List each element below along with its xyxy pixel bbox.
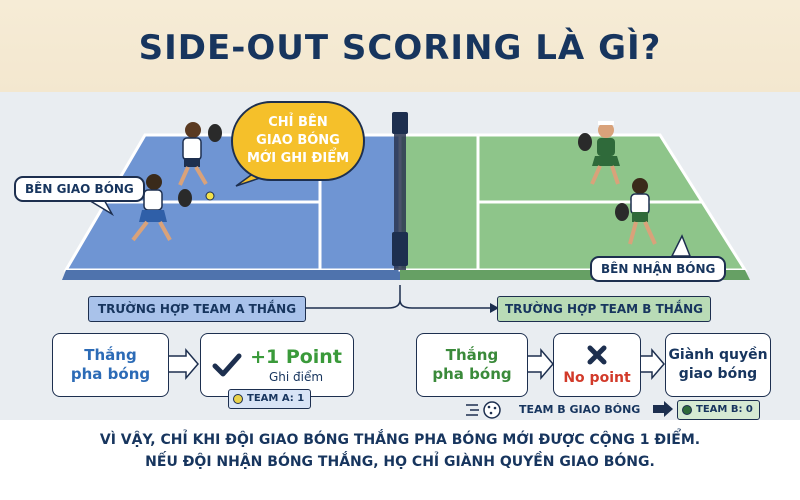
footer-line-1: VÌ VẬY, CHỈ KHI ĐỘI GIAO BÓNG THẮNG PHA …	[99, 432, 701, 448]
scenario-a-win-rally-box: Thắng pha bóng	[52, 333, 169, 397]
scenario-b-banner: TRƯỜNG HỢP TEAM B THẮNG	[497, 296, 711, 322]
pickleball-icon	[682, 405, 692, 415]
arrow-right-icon	[490, 303, 499, 313]
callout-line: MỚI GHI ĐIỂM	[246, 151, 350, 166]
team-a-score: TEAM A: 1	[247, 393, 305, 404]
player-a1	[178, 122, 222, 186]
x-icon	[587, 345, 607, 365]
scenario-a-result-box: +1 Point Ghi điểm	[200, 333, 354, 397]
pickleball-icon	[233, 394, 243, 404]
player-b1	[578, 121, 620, 185]
split-connector	[304, 285, 490, 309]
player-b2	[615, 178, 657, 245]
win-rally-line: pha bóng	[70, 365, 151, 383]
serve-gain-line: Giành quyền	[668, 347, 768, 363]
win-rally-line: Thắng	[445, 346, 499, 364]
scenario-a-banner: TRƯỜNG HỢP TEAM A THẮNG	[88, 296, 306, 322]
no-point-text: No point	[563, 370, 631, 386]
scenario-b-win-rally-box: Thắng pha bóng	[416, 333, 528, 397]
callout-line: CHỈ BÊN	[268, 115, 328, 130]
serving-side-label: BÊN GIAO BÓNG	[14, 176, 145, 202]
serve-gain-line: giao bóng	[678, 366, 758, 382]
serving-only-scores-callout: CHỈ BÊN GIAO BÓNG MỚI GHI ĐIỂM	[231, 101, 365, 181]
page-title: SIDE-OUT SCORING LÀ GÌ?	[138, 28, 662, 68]
team-b-score: TEAM B: 0	[696, 404, 753, 415]
win-rally-line: pha bóng	[432, 365, 512, 383]
arrow-right-icon	[638, 347, 665, 381]
team-a-score-chip: TEAM A: 1	[228, 389, 312, 409]
scenario-b-result-box: No point	[553, 333, 641, 397]
arrow-right-icon	[653, 401, 673, 417]
callout-line: GIAO BÓNG	[256, 133, 340, 148]
net-post-bottom	[392, 232, 408, 266]
receiving-side-label: BÊN NHẬN BÓNG	[590, 256, 727, 282]
score-point-text: Ghi điểm	[268, 370, 324, 384]
team-b-score-chip: TEAM B: 0	[677, 400, 760, 420]
team-b-serve-label: TEAM B GIAO BÓNG	[519, 403, 641, 416]
net-post-top	[392, 112, 408, 134]
plus-one-point: +1 Point	[250, 346, 342, 368]
arrow-right-icon	[167, 347, 199, 381]
arrow-right-icon	[526, 347, 554, 381]
court-blue-edge	[62, 270, 400, 280]
pickleball-icon	[483, 401, 501, 419]
footer-line-2: NẾU ĐỘI NHẬN BÓNG THẮNG, HỌ CHỈ GIÀNH QU…	[145, 454, 655, 470]
check-icon	[212, 353, 242, 377]
win-rally-line: Thắng	[84, 346, 137, 364]
player-a2	[131, 174, 215, 242]
scenario-b-serve-gain-box: Giành quyền giao bóng	[665, 333, 771, 397]
